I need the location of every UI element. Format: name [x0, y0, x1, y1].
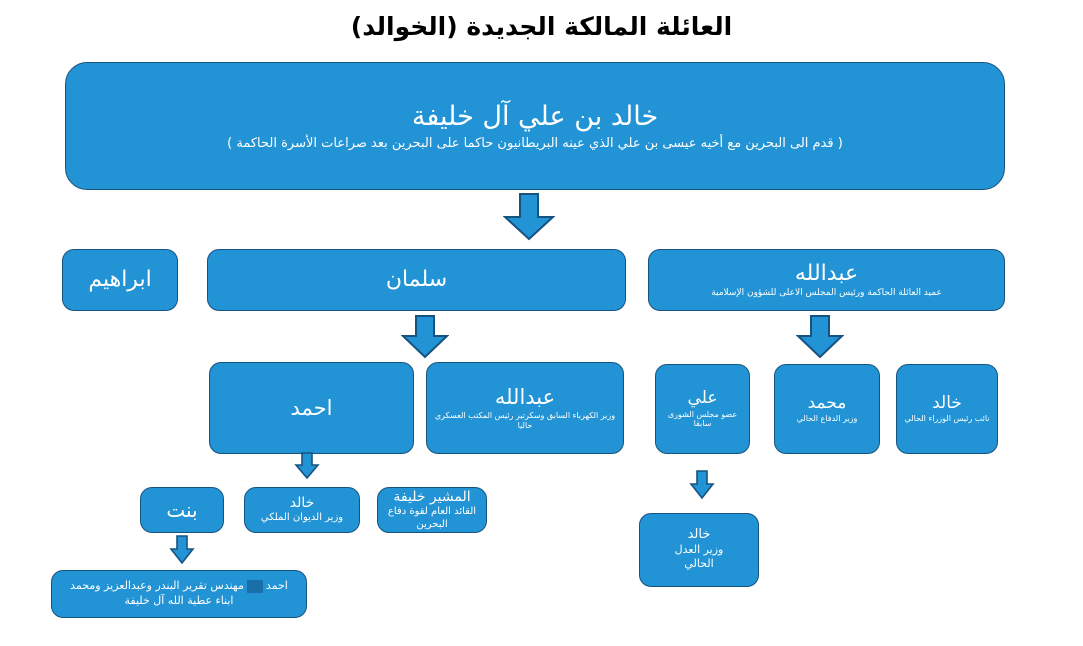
note-line-1: احمد مهندس تقرير البندر وعبدالعزيز ومحمد [70, 579, 288, 594]
node-khalid-royal-court[interactable]: خالد وزير الديوان الملكي [244, 487, 360, 533]
node-subtitle: وزير الدفاع الحالي [796, 414, 858, 424]
node-name: عبدالله [794, 260, 859, 286]
node-khalid-justice[interactable]: خالد وزير العدل الحالي [639, 513, 759, 587]
node-mushir-khalifa[interactable]: المشير خليفة القائد العام لقوة دفاع البح… [377, 487, 487, 533]
node-subtitle: وزير الكهرباء السابق وسكرتير رئيس المكتب… [434, 411, 616, 431]
node-ali-shura[interactable]: علي عضو مجلس الشورى سابقا [655, 364, 750, 454]
node-name: المشير خليفة [393, 489, 471, 506]
node-salman[interactable]: سلمان [207, 249, 626, 311]
node-name: محمد [807, 392, 847, 413]
page-title: العائلة المالكة الجديدة (الخوالد) [350, 12, 733, 41]
node-mohammed-defence[interactable]: محمد وزير الدفاع الحالي [774, 364, 880, 454]
node-name: احمد [290, 395, 333, 420]
node-subtitle: القائد العام لقوة دفاع البحرين [387, 506, 477, 530]
down-arrow-icon [401, 315, 449, 359]
node-ibrahim[interactable]: ابراهيم [62, 249, 178, 311]
node-name: خالد بن علي آل خليفة [411, 100, 659, 132]
node-name: خالد [289, 495, 315, 512]
node-subtitle: ( قدم الى البحرين مع أخيه عيسى بن علي ال… [227, 135, 843, 151]
node-ahmed[interactable]: احمد [209, 362, 414, 454]
down-arrow-icon [294, 452, 320, 480]
node-name: خالد [932, 392, 962, 413]
node-subtitle: وزير الديوان الملكي [260, 512, 344, 524]
down-arrow-icon [503, 193, 555, 241]
node-name: علي [687, 387, 718, 408]
node-bandar-report-note[interactable]: احمدمهندس تقرير البندر وعبدالعزيز ومحمد … [51, 570, 307, 618]
node-abdullah-electricity[interactable]: عبدالله وزير الكهرباء السابق وسكرتير رئي… [426, 362, 624, 454]
note-line-2: ابناء عطية الله آل خليفة [124, 594, 234, 607]
note-line1-rest: مهندس تقرير البندر وعبدالعزيز ومحمد [70, 579, 244, 593]
node-subtitle-line2: الحالي [684, 557, 714, 571]
down-arrow-icon [796, 315, 844, 359]
node-abdullah-dean[interactable]: عبدالله عميد العائلة الحاكمة ورئيس المجل… [648, 249, 1005, 311]
node-khalid-deputy-pm[interactable]: خالد نائب رئيس الوزراء الحالي [896, 364, 998, 454]
node-subtitle: عميد العائلة الحاكمة ورئيس المجلس الاعلى… [711, 288, 942, 299]
redaction-highlight [246, 579, 263, 593]
node-root-khalid-bin-ali[interactable]: خالد بن علي آل خليفة ( قدم الى البحرين م… [65, 62, 1005, 190]
node-name: بنت [166, 497, 198, 522]
down-arrow-icon [169, 535, 195, 565]
down-arrow-icon [689, 470, 715, 500]
node-name: عبدالله [494, 385, 556, 410]
node-subtitle: نائب رئيس الوزراء الحالي [904, 414, 990, 424]
node-bint[interactable]: بنت [140, 487, 224, 533]
node-subtitle-line1: وزير العدل [674, 543, 724, 557]
node-subtitle: عضو مجلس الشورى سابقا [667, 409, 738, 429]
node-name: ابراهيم [88, 267, 152, 293]
node-name: خالد [687, 527, 711, 543]
node-name: سلمان [385, 267, 448, 293]
note-name-ahmed: احمد [265, 579, 288, 593]
